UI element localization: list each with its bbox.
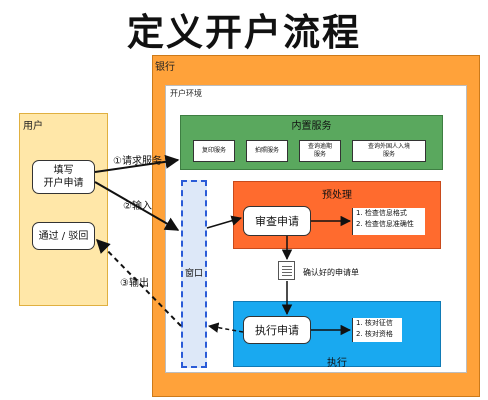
service-photo-label: 拍照服务 (254, 147, 279, 154)
execute-notes: 1. 核对征信 2. 核对资格 (352, 318, 402, 342)
built-in-services-title: 内置服务 (291, 121, 332, 132)
service-copy[interactable]: 复印服务 (193, 140, 235, 162)
preprocess-notes: 1. 检查信息格式 2. 检查信息准确性 (352, 208, 425, 235)
user-container (19, 113, 108, 306)
service-copy-label: 复印服务 (201, 147, 226, 154)
user-label: 用户 (23, 121, 43, 132)
input-label: ②输入 (123, 201, 152, 212)
request-service-label: ①请求服务 (113, 156, 162, 167)
page-title: 定义开户流程 (127, 11, 361, 54)
service-foreigner-entry-query[interactable]: 查询外国人入境 服务 (352, 140, 426, 162)
output-label: ③输出 (120, 278, 149, 289)
window-node[interactable] (181, 180, 207, 368)
window-label: 窗口 (184, 269, 203, 279)
service-photo[interactable]: 拍照服务 (246, 140, 288, 162)
confirmed-application-label: 确认好的申请单 (303, 268, 359, 277)
fill-application-node[interactable]: 填写 开户申请 (32, 160, 95, 194)
fill-application-label: 填写 开户申请 (43, 165, 84, 189)
pass-reject-node[interactable]: 通过 / 驳回 (32, 222, 95, 250)
review-application-label: 审查申请 (255, 214, 299, 228)
execute-group (233, 301, 441, 367)
preprocess-title: 预处理 (322, 190, 352, 201)
service-foreigner-entry-query-label: 查询外国人入境 服务 (367, 143, 410, 158)
pass-reject-label: 通过 / 驳回 (38, 230, 89, 242)
service-overdue-query-label: 查询逾期 服务 (307, 143, 332, 158)
execute-application-label: 执行申请 (255, 323, 299, 337)
execute-application-node[interactable]: 执行申请 (243, 316, 311, 344)
review-application-node[interactable]: 审查申请 (243, 206, 311, 236)
bank-label: 银行 (155, 62, 175, 73)
service-overdue-query[interactable]: 查询逾期 服务 (299, 140, 341, 162)
document-icon (278, 261, 295, 280)
execute-title: 执行 (327, 358, 347, 369)
opening-environment-label: 开户环境 (170, 89, 202, 98)
